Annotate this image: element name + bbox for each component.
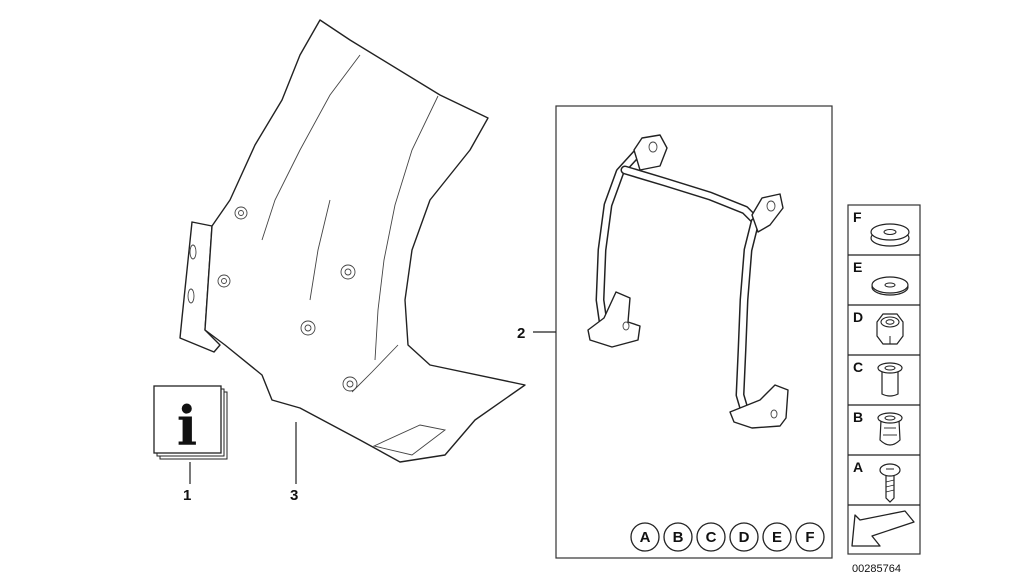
kit-letter-a: A [640, 529, 651, 546]
hardware-label-a: A [853, 459, 863, 475]
screw-icon [879, 463, 901, 503]
kit-letter-e: E [772, 529, 782, 546]
rivet-nut-icon [877, 362, 903, 397]
kit-letter-b: B [673, 529, 684, 546]
hardware-label-d: D [853, 309, 863, 325]
hardware-legend: F E D C B [847, 204, 921, 555]
bracket-drawing [587, 134, 789, 429]
kit-circle-f [795, 522, 825, 552]
hardware-label-f: F [853, 209, 862, 225]
kit-letter-c: C [706, 529, 717, 546]
kit-circle-e [762, 522, 792, 552]
info-icon: i [153, 385, 228, 460]
windshield-drawing [179, 19, 526, 463]
kit-letter-d: D [739, 529, 750, 546]
hardware-label-c: C [853, 359, 863, 375]
kit-circle-a [630, 522, 660, 552]
info-glyph: i [177, 394, 198, 458]
reference-number: 00285764 [852, 563, 901, 575]
rubber-washer-icon [870, 223, 910, 247]
callout-bracket: 2 [517, 325, 525, 342]
kit-letter-f: F [805, 529, 814, 546]
callout-windshield: 3 [290, 487, 298, 504]
kit-circle-c [696, 522, 726, 552]
callout-info: 1 [183, 487, 191, 504]
direction-arrow-icon [851, 510, 915, 547]
hardware-label-e: E [853, 259, 862, 275]
hardware-label-b: B [853, 409, 863, 425]
expansion-nut-icon [877, 412, 903, 446]
flat-washer-icon [871, 276, 909, 296]
lock-nut-icon [876, 313, 904, 345]
kit-contents-row: A B C D E F [630, 522, 825, 552]
kit-circle-d [729, 522, 759, 552]
kit-circle-b [663, 522, 693, 552]
